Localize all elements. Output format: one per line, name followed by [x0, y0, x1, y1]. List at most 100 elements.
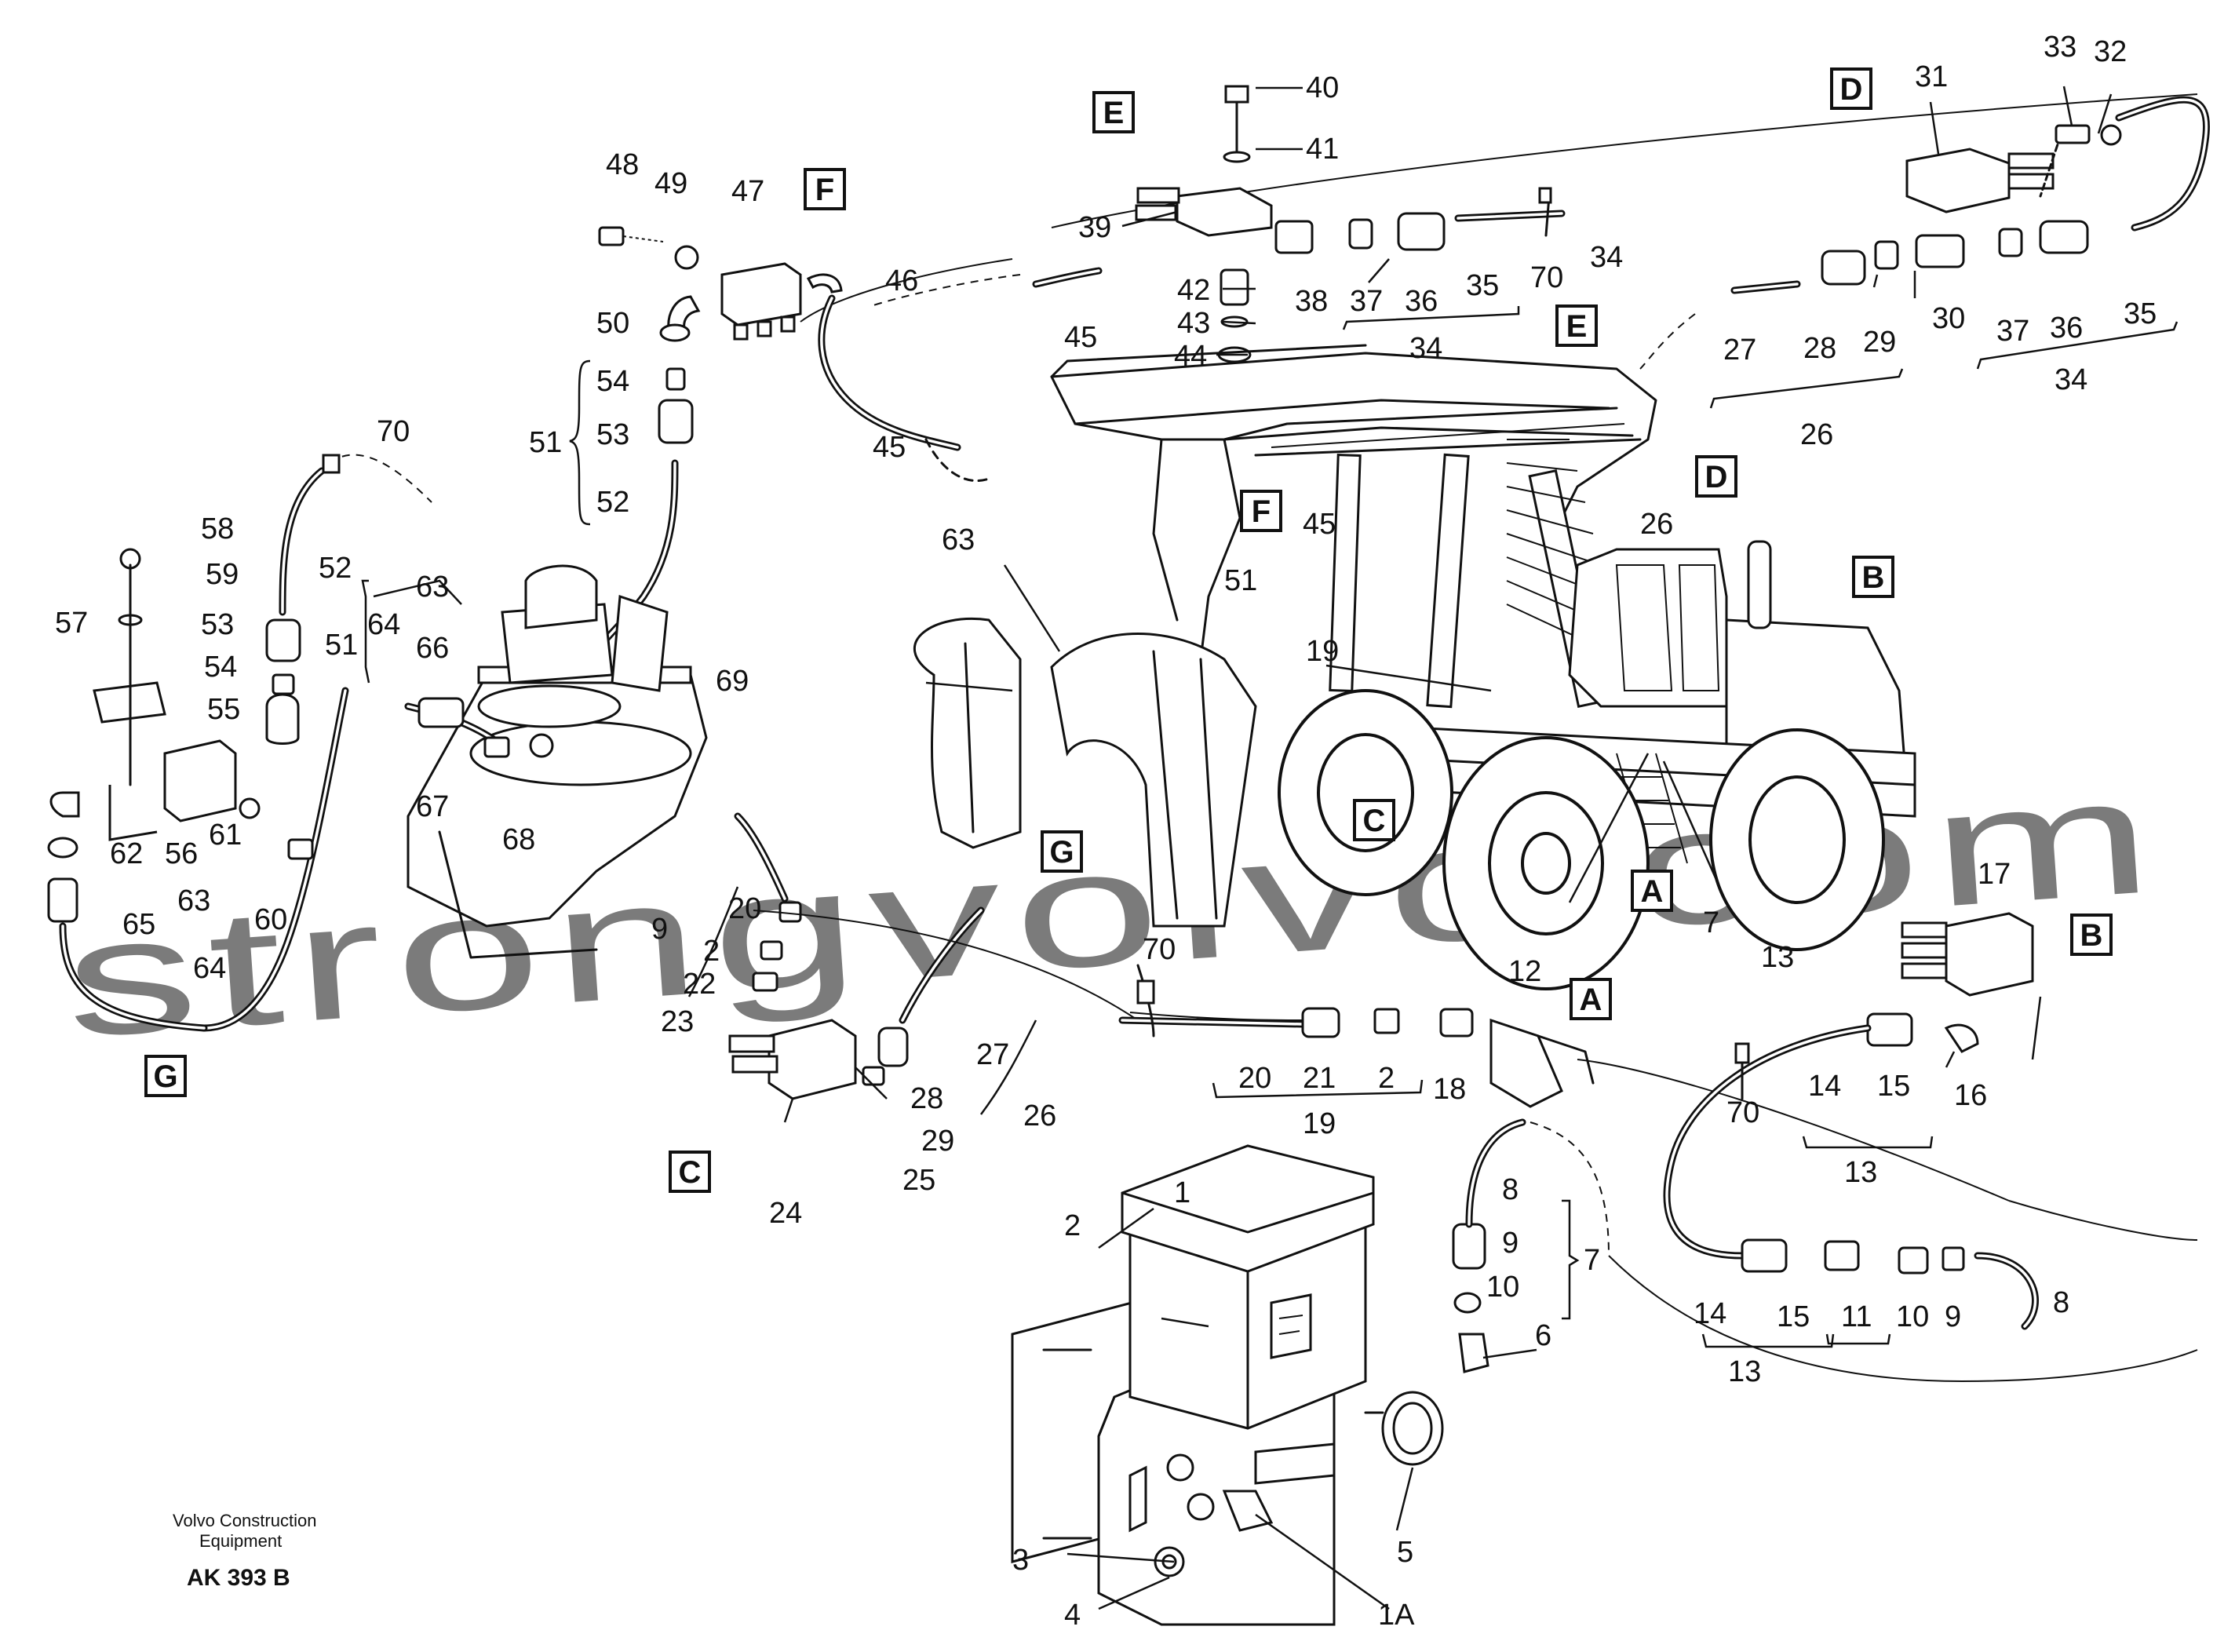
callout: 48 [606, 148, 639, 181]
detail-e-hose-assembly [800, 85, 2198, 363]
callout: 17 [1978, 858, 2011, 891]
callout: 49 [654, 167, 687, 200]
svg-text:F: F [815, 173, 834, 207]
svg-text:E: E [1103, 96, 1125, 130]
detail-label-g-left: G [144, 1055, 187, 1097]
callout: 14 [1808, 1070, 1841, 1103]
callout: 61 [209, 819, 242, 852]
detail-label-c-machine: C [1353, 799, 1395, 841]
detail-label-d-top: D [1830, 67, 1872, 110]
callout: 52 [319, 552, 352, 585]
callout: 26 [1023, 1100, 1056, 1132]
callout: 33 [2044, 31, 2076, 64]
callout: 1A [1378, 1599, 1415, 1632]
detail-a-main-line [753, 910, 2198, 1241]
callout: 5 [1397, 1536, 1413, 1569]
callout: 2 [1378, 1062, 1395, 1095]
callout: 51 [529, 426, 562, 459]
callout: 35 [1466, 269, 1499, 302]
detail-label-e-machine: E [1555, 305, 1598, 347]
callout: 2 [1064, 1209, 1081, 1242]
callout: 34 [1590, 241, 1623, 274]
callout: 13 [1728, 1355, 1761, 1388]
callout: 65 [122, 908, 155, 941]
callout: 52 [596, 486, 629, 519]
callout: 53 [596, 418, 629, 451]
callout: 70 [1726, 1096, 1759, 1129]
callout: 70 [1143, 933, 1176, 966]
callout: 22 [683, 968, 716, 1001]
callout: 13 [1844, 1156, 1877, 1189]
detail-label-d-machine: D [1695, 455, 1737, 498]
callout: 47 [731, 175, 764, 208]
forestry-loader-machine [913, 344, 1916, 990]
callout: 55 [207, 693, 240, 726]
detail-label-e-top: E [1092, 91, 1135, 133]
callout: 26 [1640, 508, 1673, 541]
callout: 19 [1303, 1107, 1336, 1140]
callout: 36 [2050, 312, 2083, 345]
callout: 34 [1409, 332, 1442, 365]
callout: 36 [1405, 285, 1438, 318]
callout: 28 [1803, 332, 1836, 365]
callout: 64 [367, 608, 400, 641]
rear-tire [1709, 728, 1885, 951]
callout: 30 [1932, 302, 1965, 335]
callout: 9 [1502, 1227, 1519, 1260]
detail-label-a-machine: A [1631, 870, 1673, 912]
callout: 59 [206, 558, 239, 591]
callout: 8 [2053, 1286, 2069, 1319]
callout: 45 [873, 431, 906, 464]
callout: 70 [377, 415, 410, 448]
callout: 63 [177, 884, 210, 917]
detail-label-c-left: C [669, 1151, 711, 1193]
callout: 6 [1535, 1319, 1551, 1352]
callout: 44 [1174, 340, 1207, 373]
callout: 42 [1177, 274, 1210, 307]
callout: 27 [976, 1038, 1009, 1071]
callout: 32 [2094, 35, 2127, 68]
callout: 50 [596, 307, 629, 340]
caption-block: Volvo Construction Equipment AK 393 B [173, 1511, 316, 1591]
callout: 54 [596, 365, 629, 398]
callout: 58 [201, 512, 234, 545]
callout: 45 [1064, 321, 1097, 354]
callout: 29 [921, 1125, 954, 1158]
callout: 31 [1915, 60, 1948, 93]
callout: 18 [1433, 1073, 1466, 1106]
svg-text:D: D [1705, 460, 1728, 494]
part-number-callouts: 40 41 39 42 43 44 38 37 36 35 70 45 34 3… [55, 31, 2157, 1632]
callout: 4 [1064, 1599, 1081, 1632]
callout: 68 [502, 823, 535, 856]
callout: 43 [1177, 307, 1210, 340]
callout: 23 [661, 1005, 694, 1038]
callout: 24 [769, 1197, 802, 1230]
detail-c-distributor [687, 812, 1037, 1115]
detail-label-a-line: A [1570, 978, 1612, 1020]
callout: 51 [325, 629, 358, 662]
detail-letter-boxes: E F D E F D B C G A B A C G [144, 67, 2113, 1193]
svg-text:E: E [1566, 309, 1588, 344]
callout: 28 [910, 1082, 943, 1115]
callout: 63 [416, 571, 449, 604]
svg-text:G: G [1049, 835, 1074, 870]
svg-text:B: B [2080, 918, 2103, 953]
detail-label-f-machine: F [1240, 490, 1282, 532]
callout: 56 [165, 837, 198, 870]
callout: 8 [1502, 1173, 1519, 1206]
callout: 26 [1800, 418, 1833, 451]
callout: 10 [1486, 1271, 1519, 1304]
svg-text:F: F [1252, 494, 1271, 529]
callout: 29 [1863, 326, 1896, 359]
callout: 57 [55, 607, 88, 640]
callout: 15 [1777, 1300, 1810, 1333]
callout: 38 [1295, 285, 1328, 318]
callout: 37 [1350, 285, 1383, 318]
callout: 64 [193, 952, 226, 985]
detail-label-b-right: B [2070, 914, 2113, 956]
callout: 46 [885, 264, 918, 297]
callout: 14 [1694, 1297, 1726, 1330]
svg-text:C: C [679, 1155, 702, 1190]
callout: 13 [1761, 941, 1794, 974]
